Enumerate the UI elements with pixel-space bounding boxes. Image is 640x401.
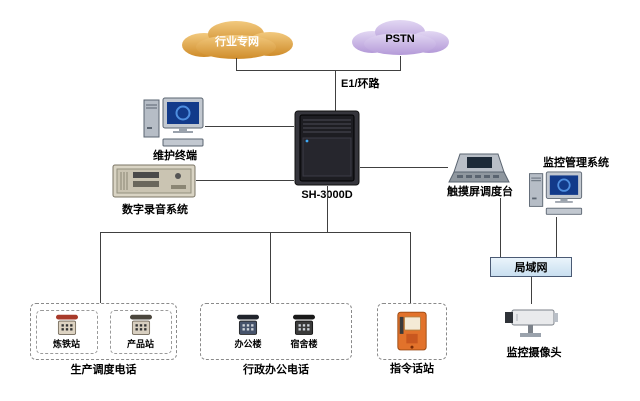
phone-icon [129, 314, 152, 335]
station-office-building: 办公楼 [233, 314, 263, 350]
link-bus-production [100, 232, 101, 303]
link-console-lan [500, 198, 501, 257]
command-station-group [377, 303, 447, 360]
recorder-icon [112, 161, 196, 206]
production-group-label: 生产调度电话 [70, 364, 137, 376]
link-switch-maintenance [205, 126, 294, 127]
link-pstn-down [400, 56, 401, 71]
pstn-cloud-icon [352, 20, 449, 55]
camera-icon [502, 302, 562, 347]
link-lan-camera [531, 277, 532, 304]
lan-box: 局域网 [490, 257, 572, 277]
recording-system-label: 数字录音系统 [122, 204, 188, 216]
lan-label: 局域网 [514, 262, 548, 274]
touch-console-label: 触摸屏调度台 [447, 186, 513, 198]
command-station-label: 指令话站 [390, 363, 434, 375]
phone-icon [237, 314, 259, 335]
industry-cloud-label: 行业专网 [215, 36, 259, 48]
station-label: 炼铁站 [52, 338, 80, 349]
link-bus-command [410, 232, 411, 303]
phone-icon [293, 314, 315, 335]
link-top-bus [236, 70, 401, 71]
pstn-cloud: PSTN [348, 15, 452, 59]
link-switch-recorder [196, 180, 294, 181]
industry-cloud-icon [182, 21, 293, 59]
touch-console-icon [448, 150, 510, 189]
command-station-icon [397, 311, 427, 350]
admin-phone-group: 办公楼 宿舍楼 [200, 303, 352, 360]
station-label: 办公楼 [234, 338, 262, 349]
industry-network-cloud: 行业专网 [178, 16, 296, 62]
link-e1-trunk [335, 70, 336, 112]
monitor-system-label: 监控管理系统 [543, 157, 609, 169]
link-monitor-lan [556, 217, 557, 257]
link-bus-admin [270, 232, 271, 303]
station-dormitory: 宿舍楼 [289, 314, 319, 350]
switch-label: SH-3000D [292, 189, 362, 202]
station-product: 产品站 [109, 309, 172, 354]
monitor-computer-icon [528, 171, 584, 222]
maintenance-terminal-label: 维护终端 [153, 150, 197, 162]
production-phone-group: 炼铁站 产品站 [30, 303, 177, 360]
maintenance-computer-icon [143, 97, 205, 154]
link-switch-console [360, 167, 448, 168]
e1-link-label: E1/环路 [341, 78, 380, 90]
station-label: 宿舍楼 [290, 338, 318, 349]
admin-group-label: 行政办公电话 [243, 364, 309, 376]
link-switch-down [327, 186, 328, 232]
pbx-cabinet-icon [294, 110, 360, 191]
pstn-cloud-label: PSTN [385, 33, 415, 45]
station-label: 产品站 [126, 338, 154, 349]
phone-icon [55, 314, 78, 335]
link-industry-down [236, 58, 237, 71]
link-bottom-bus [100, 232, 410, 233]
station-iron-works: 炼铁站 [35, 309, 98, 354]
camera-label: 监控摄像头 [506, 347, 562, 359]
